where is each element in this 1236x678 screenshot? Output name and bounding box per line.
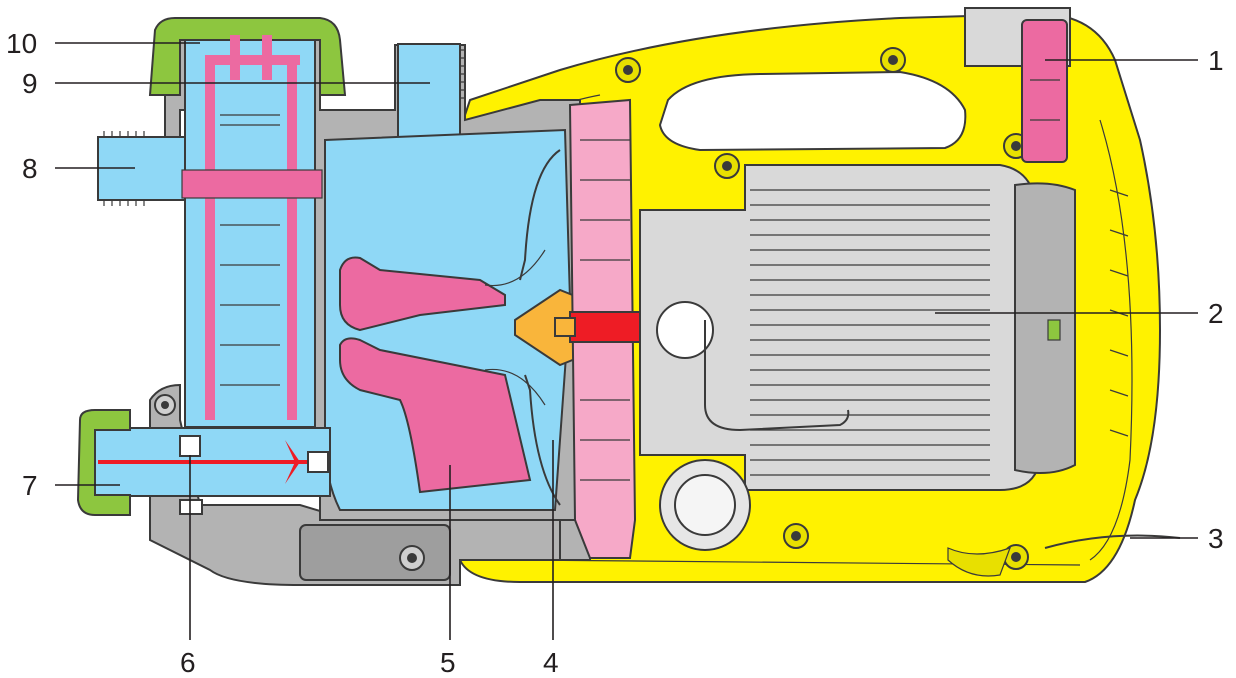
motor xyxy=(639,164,1076,491)
bottom-cap xyxy=(76,409,131,516)
pressure-switch xyxy=(964,7,1071,163)
callout-1: 1 xyxy=(1208,45,1224,76)
green-caps xyxy=(76,17,347,516)
check-valve xyxy=(181,35,323,420)
callout-5: 5 xyxy=(440,647,456,678)
power-cable xyxy=(947,534,1181,577)
shaft-seal xyxy=(554,311,641,343)
base-foot xyxy=(299,524,451,581)
callout-10: 10 xyxy=(6,28,37,59)
top-cap xyxy=(148,17,347,96)
grey-base xyxy=(149,383,581,586)
callout-labels: 1 2 3 4 5 6 7 8 9 10 xyxy=(6,28,1224,678)
callout-7: 7 xyxy=(22,470,38,501)
leader-lines xyxy=(55,42,1198,640)
ejector xyxy=(339,256,532,494)
callout-8: 8 xyxy=(22,153,38,184)
callout-2: 2 xyxy=(1208,298,1224,329)
callout-6: 6 xyxy=(180,647,196,678)
callout-3: 3 xyxy=(1208,523,1224,554)
handle-opening xyxy=(658,70,967,152)
callout-9: 9 xyxy=(22,68,38,99)
callout-4: 4 xyxy=(543,647,559,678)
impeller xyxy=(484,149,586,506)
